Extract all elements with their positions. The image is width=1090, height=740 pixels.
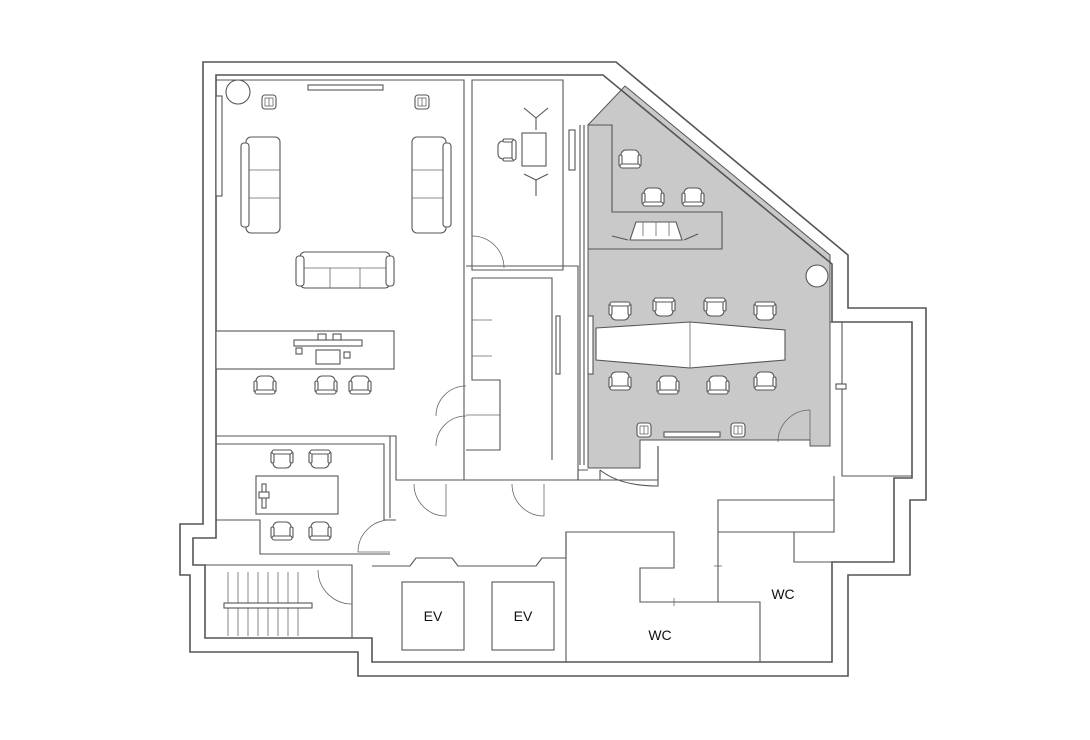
- elevator-right-label: EV: [514, 608, 533, 624]
- armchair: [730, 422, 746, 438]
- chair: [308, 521, 332, 541]
- elevator-right: [491, 581, 555, 651]
- wall-shelf: [307, 84, 384, 91]
- office-wall: [471, 79, 564, 271]
- reception-desk: [293, 333, 363, 365]
- chair: [652, 297, 676, 317]
- chair: [270, 521, 294, 541]
- elevator-left: [401, 581, 465, 651]
- sofa-center: [295, 251, 395, 289]
- chair: [608, 301, 632, 321]
- sofa-right: [411, 136, 452, 234]
- glass-panel: [555, 315, 561, 375]
- door-swing: [435, 385, 467, 447]
- elevator-left-label: EV: [424, 608, 443, 624]
- door-swing: [511, 483, 545, 517]
- curtain-panel: [568, 129, 576, 171]
- highlighted-meeting-area: [587, 85, 831, 469]
- chair: [618, 149, 642, 169]
- chair: [753, 301, 777, 321]
- door-swing: [471, 235, 505, 269]
- column: [805, 264, 829, 288]
- lobby-curve: [599, 446, 659, 487]
- office-desk: [521, 132, 547, 167]
- chair: [253, 375, 277, 395]
- chair: [641, 187, 665, 207]
- meeting-wall: [830, 321, 912, 477]
- door-swing: [413, 483, 447, 517]
- chair: [308, 449, 332, 469]
- outer-wall: [179, 61, 927, 677]
- chair: [348, 375, 372, 395]
- partition: [466, 277, 553, 460]
- wc-wall: [717, 476, 894, 602]
- chair: [608, 371, 632, 391]
- armchair: [414, 94, 430, 110]
- office-chair: [497, 138, 517, 162]
- door-swing: [317, 569, 353, 605]
- sofa-left: [240, 136, 281, 234]
- door-swing: [357, 519, 391, 553]
- reception-counter: [215, 330, 395, 370]
- plant: [523, 107, 549, 196]
- wall-panel: [587, 315, 594, 375]
- curtain: [579, 125, 585, 465]
- chair: [270, 449, 294, 469]
- window-mark: [835, 383, 847, 390]
- wc-lower-label: WC: [648, 627, 671, 643]
- inner-wall: [192, 74, 913, 663]
- chair: [706, 375, 730, 395]
- stair-landing: [223, 602, 313, 609]
- table-device: [258, 491, 270, 499]
- corridor-wall: [466, 265, 579, 481]
- meeting-table: [595, 321, 786, 369]
- wall-panel: [215, 95, 223, 197]
- wc-upper-label: WC: [771, 586, 794, 602]
- chair: [703, 297, 727, 317]
- small-meeting-wall: [588, 124, 723, 250]
- door-swing: [777, 409, 811, 443]
- chair: [314, 375, 338, 395]
- sofa-small: [611, 221, 699, 241]
- chair: [753, 371, 777, 391]
- wall-shelf: [663, 431, 721, 438]
- conference-table: [255, 475, 339, 515]
- chair: [656, 375, 680, 395]
- armchair: [636, 422, 652, 438]
- stair-wall: [205, 564, 353, 638]
- column: [225, 79, 251, 105]
- armchair: [261, 94, 277, 110]
- chair: [681, 187, 705, 207]
